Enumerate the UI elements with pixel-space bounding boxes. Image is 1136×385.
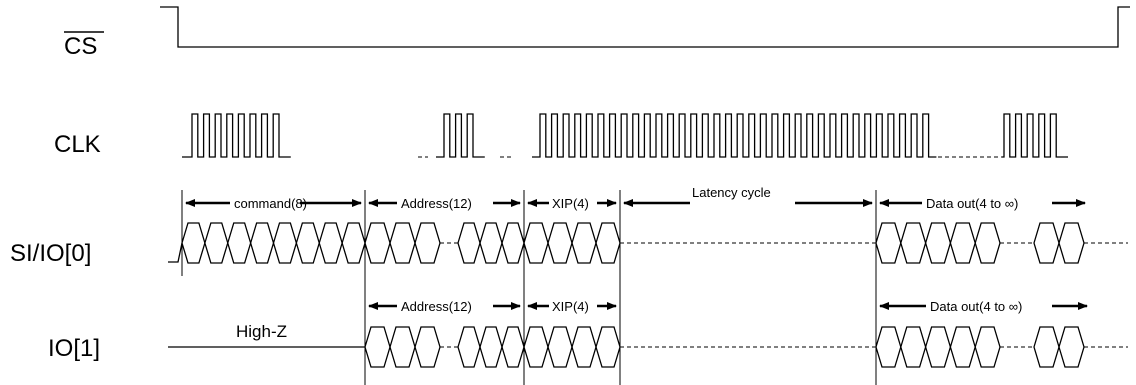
bus-cell [457,222,481,264]
xip-label-row1: XIP(4) [552,196,589,211]
io1-signal-label: IO[1] [48,335,100,362]
bus-cell [227,222,252,264]
bus-cell [414,222,441,264]
bus-cell [249,222,275,264]
bus-cell [949,326,976,368]
latency-label: Latency cycle [692,185,771,200]
bus-cell [974,326,1001,368]
phase-boundaries [181,190,877,385]
bus-cell [389,326,416,368]
bus-cell [364,326,391,368]
bus-cell [414,326,441,368]
bus-cell [523,326,549,368]
bus-cell [1033,326,1060,368]
bus-cell [501,222,525,264]
bus-cell [318,222,343,264]
address-label-row2: Address(12) [401,299,472,314]
clk-burst [436,113,485,158]
data-out-label-row2: Data out(4 to ∞) [930,299,1022,314]
bus-cell [341,222,366,264]
clk-burst [182,113,291,158]
bus-cell [181,222,206,264]
data-out-label-row1: Data out(4 to ∞) [926,196,1018,211]
clk-signal-label: CLK [54,131,101,158]
bus-cell [595,326,621,368]
bus-cell [547,222,573,264]
bus-cell [900,222,927,264]
bus-cell [523,222,549,264]
bus-cell [875,222,902,264]
bus-cell [1058,222,1085,264]
clk-waveform [182,113,1068,158]
bus-cell [924,326,952,368]
bus-cell [364,222,391,264]
cs-signal-label: CS [64,33,97,60]
highz-label: High-Z [236,322,287,341]
bus-cell [595,222,621,264]
bus-cell [974,222,1001,264]
si-io0-signal-label: SI/IO[0] [10,240,91,267]
bus-cell [457,326,481,368]
si-io0-waveform [168,222,1128,264]
xip-label-row2: XIP(4) [552,299,589,314]
clk-burst [532,113,937,158]
bus-cell [501,326,525,368]
bus-cell [924,222,952,264]
bus-cell [295,222,320,264]
bus-cell [900,326,927,368]
io1-waveform [168,326,1128,368]
address-label-row1: Address(12) [401,196,472,211]
bus-cell [547,326,573,368]
bus-cell [272,222,298,264]
bus-cell [571,326,597,368]
bus-cell [1033,222,1060,264]
bus-cell [479,326,503,368]
cs-waveform [160,6,1130,48]
bus-cell [204,222,229,264]
bus-cell [949,222,976,264]
bus-cell [1058,326,1085,368]
bus-cell [389,222,416,264]
clk-burst [1002,113,1068,158]
command-label: command(8) [234,196,307,211]
si-lead-in [168,242,183,263]
bus-cell [479,222,503,264]
bus-cell [875,326,902,368]
bus-cell [571,222,597,264]
